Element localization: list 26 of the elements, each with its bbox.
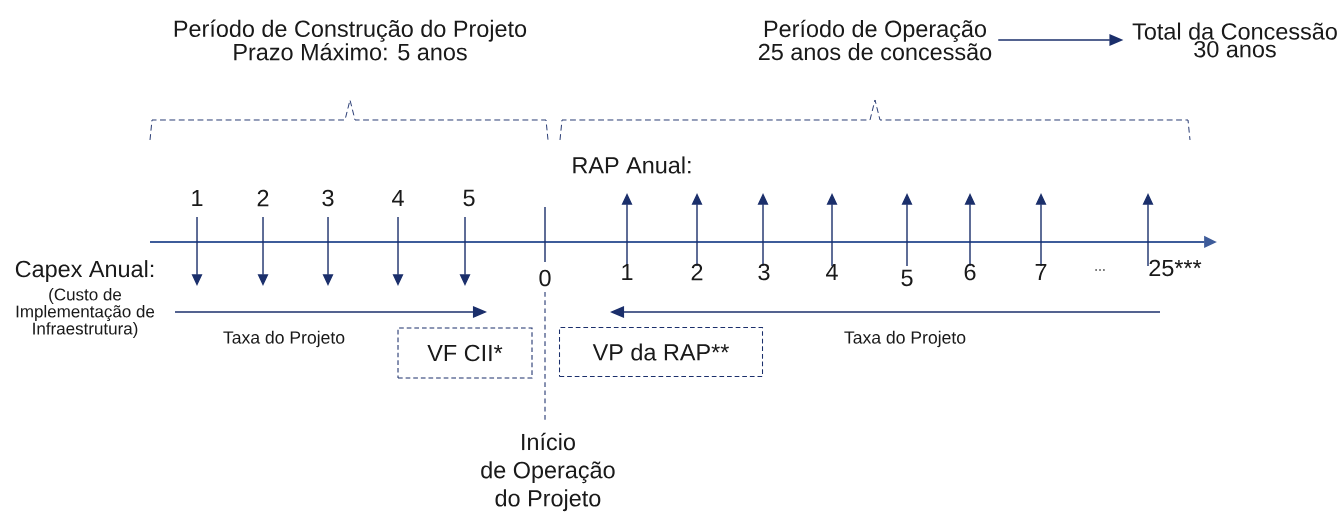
year-number: 6 [964,263,976,281]
year-number: 3 [322,189,334,207]
year-number: 3 [758,263,770,281]
year-number: 2 [691,263,703,281]
year-number: 2 [257,189,269,207]
year-number: 4 [826,263,838,281]
dashed-box: VF CII* [397,327,533,379]
milestone-label: Início de Operação do Projeto [481,432,615,512]
year-number: 1 [192,189,203,207]
period-heading: Período de Construção do Projeto Prazo Máximo: 5 anos [174,19,527,61]
year-number: 0 [539,269,551,287]
year-number: 4 [392,189,404,207]
note-text: (Custo de Implementação de Infraestrutura) [16,288,155,338]
dashed-box: VP da RAP** [559,326,764,377]
axis-label: Capex Anual: [15,260,154,282]
year-number: 7 [1035,263,1047,281]
year-number: 1 [622,263,633,281]
ellipsis: ... [1095,269,1105,271]
period-heading: Total da Concessão 30 anos [1132,22,1337,58]
rate-label: Taxa do Projeto [223,330,345,348]
year-number: 5 [901,269,913,287]
year-number: 5 [463,189,475,207]
period-heading: Período de Operação 25 anos de concessão [758,19,992,61]
axis-label: RAP Anual: [573,156,691,174]
year-number: 25*** [1149,259,1202,277]
rate-label: Taxa do Projeto [844,330,966,348]
